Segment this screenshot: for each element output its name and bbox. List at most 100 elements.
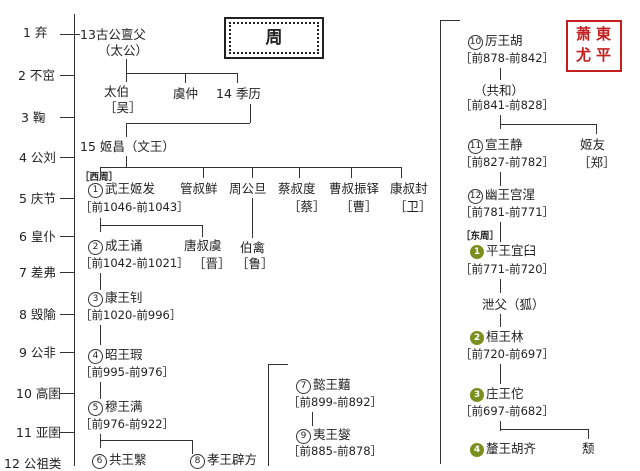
caishu: 蔡叔度	[278, 181, 316, 196]
kangshu-state: ［卫］	[394, 199, 432, 214]
connector	[588, 429, 589, 439]
taibo-state: ［吴］	[104, 100, 142, 115]
pingwang-years: ［前771-前720］	[460, 262, 555, 276]
boqin: 伯禽	[240, 240, 266, 255]
connector	[500, 68, 501, 80]
connector	[440, 20, 460, 21]
connector	[60, 157, 74, 158]
wuwang-years: ［前1046-前1043］	[80, 200, 189, 214]
connector	[126, 123, 127, 137]
zhuangwang-name: 庄王佗	[486, 386, 524, 401]
ancestor-10: 10 高圉	[16, 386, 61, 401]
connector	[100, 382, 101, 399]
reign-badge: 8	[190, 454, 205, 469]
title-inner-frame	[229, 22, 319, 54]
ji-chang: 15 姬昌（文王）	[80, 139, 175, 154]
connector	[60, 314, 74, 315]
gugong-alias: （太公）	[98, 43, 149, 58]
connector	[100, 225, 202, 226]
gugong-danfu: 13古公亶父	[80, 27, 146, 42]
gongwang-name: 共王繄	[109, 452, 147, 467]
kangwang-name: 康王钊	[105, 290, 143, 305]
yiwang-9-years: ［前885-前878］	[288, 444, 383, 458]
seal-char-3: 萧	[576, 25, 592, 43]
connector	[60, 352, 74, 353]
liwang-years: ［前878-前842］	[460, 51, 555, 65]
jiyou: 姬友	[580, 137, 606, 152]
muwang-name: 穆王满	[105, 399, 143, 414]
connector	[126, 156, 127, 167]
seal-char-1: 東	[596, 25, 612, 43]
connector	[203, 167, 204, 178]
ancestor-4: 4 公刘	[19, 150, 56, 165]
xiaowang-name: 孝王辟方	[207, 452, 258, 467]
connector	[126, 73, 127, 82]
reign-badge: 1	[470, 245, 484, 259]
connector	[268, 364, 288, 365]
connector	[500, 279, 501, 293]
connector	[60, 393, 74, 394]
yiwang-9-name: 夷王燮	[313, 427, 351, 442]
reign-badge: 3	[470, 388, 484, 402]
wuwang-name: 武王姬发	[105, 181, 156, 196]
youwang-name: 幽王宫湦	[485, 187, 536, 202]
connector	[252, 167, 253, 178]
connector	[500, 172, 501, 186]
connector	[500, 124, 596, 125]
connector	[60, 34, 74, 35]
connector	[500, 421, 501, 431]
taibo: 太伯	[104, 84, 130, 99]
reign-badge: 10	[468, 35, 483, 50]
pingwang-name: 平王宜臼	[486, 243, 537, 258]
connector	[440, 20, 441, 464]
connector	[100, 434, 101, 448]
yuzhong: 虞仲	[173, 86, 199, 101]
ancestor-11: 11 亚圉	[16, 425, 61, 440]
liwang-2-name: 釐王胡齐	[486, 441, 537, 456]
left-column-divider	[74, 14, 75, 466]
connector	[250, 104, 251, 123]
connector	[60, 198, 74, 199]
page-title: 周	[265, 28, 283, 48]
huanwang-name: 桓王林	[486, 329, 524, 344]
connector	[500, 314, 501, 327]
kangshu: 康叔封	[390, 181, 428, 196]
connector	[100, 440, 192, 441]
ancestor-9: 9 公非	[19, 345, 56, 360]
gonghe: （共和）	[474, 83, 525, 98]
reign-badge: 12	[468, 189, 483, 204]
ancestor-2: 2 不窋	[18, 68, 55, 83]
zhougong: 周公旦	[229, 181, 267, 196]
connector	[100, 273, 101, 290]
seal-stamp: 東 平 萧 尤	[566, 20, 622, 72]
connector	[126, 123, 250, 124]
huanwang-years: ［前720-前697］	[460, 347, 555, 361]
connector	[100, 325, 101, 345]
connector	[299, 167, 300, 178]
ancestor-3: 3 鞠	[21, 110, 46, 125]
xuanwang-name: 宣王静	[485, 137, 523, 152]
connector	[500, 222, 501, 242]
liwang-name: 厉王胡	[485, 33, 523, 48]
youwang-years: ［前781-前771］	[460, 205, 555, 219]
jiyou-state: ［郑］	[578, 155, 616, 170]
ancestor-5: 5 庆节	[19, 191, 56, 206]
caishu-state: ［蔡］	[288, 199, 326, 214]
connector	[126, 59, 127, 73]
reign-badge: 9	[296, 429, 311, 444]
reign-badge: 4	[470, 443, 484, 457]
reign-badge: 6	[92, 454, 107, 469]
connector	[126, 73, 237, 74]
xiefu: 泄父（狐）	[482, 297, 545, 312]
boqin-state: ［鲁］	[236, 256, 274, 271]
reign-badge: 11	[468, 139, 483, 154]
